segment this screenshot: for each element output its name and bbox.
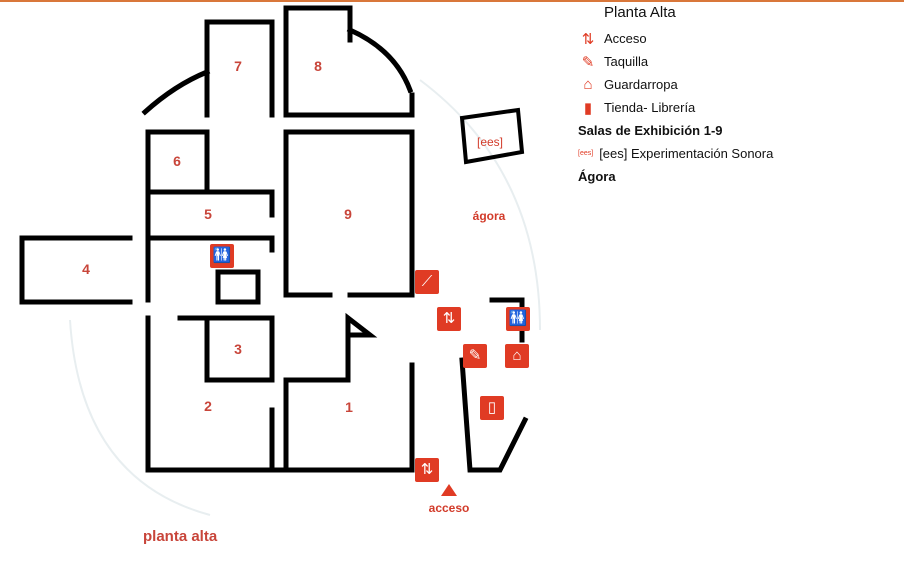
ticket-desk-icon: ✎ [463,344,487,368]
legend-ees: [ees][ees] Experimentación Sonora [578,146,774,161]
top-border [0,0,904,2]
legend-item-acceso: ⇅Acceso [578,27,773,50]
restroom-icon: 🚻 [210,244,234,268]
room-1-label: 1 [345,399,353,415]
stairs-icon: ⟋ [415,270,439,294]
room-7-label: 7 [234,58,242,74]
legend: Planta Alta ⇅Acceso ✎Taquilla ⌂Guardarro… [578,4,773,188]
room-5-label: 5 [204,206,212,222]
elevator-icon: ⇅ [581,30,595,48]
entrance-arrow-icon [441,484,457,496]
elevator-icon: ⇅ [415,458,439,482]
legend-agora: Ágora [578,169,616,184]
ticket-desk-icon: ✎ [581,53,595,71]
hanger-icon: ⌂ [505,344,529,368]
shopping-bag-icon: ▯ [480,396,504,420]
legend-item-taquilla: ✎Taquilla [578,50,773,73]
room-6-label: 6 [173,153,181,169]
legend-salas: Salas de Exhibición 1-9 [578,123,723,138]
agora-label: ágora [473,209,506,223]
legend-item-guardarropa: ⌂Guardarropa [578,73,773,96]
floor-label: planta alta [143,528,218,545]
legend-item-tienda: ▮Tienda- Librería [578,96,773,119]
hanger-icon: ⌂ [583,76,593,93]
legend-title: Planta Alta [604,4,676,21]
walls [19,5,529,473]
room-9-label: 9 [344,206,352,222]
room-3-label: 3 [234,341,242,357]
room-4-label: 4 [82,261,90,277]
acceso-label: acceso [429,501,470,515]
shopping-bag-icon: ▮ [583,99,593,117]
room-2-label: 2 [204,398,212,414]
ees-label: [ees] [477,135,503,149]
elevator-icon: ⇅ [437,307,461,331]
room-8-label: 8 [314,58,322,74]
restroom-icon: 🚻 [506,307,530,331]
